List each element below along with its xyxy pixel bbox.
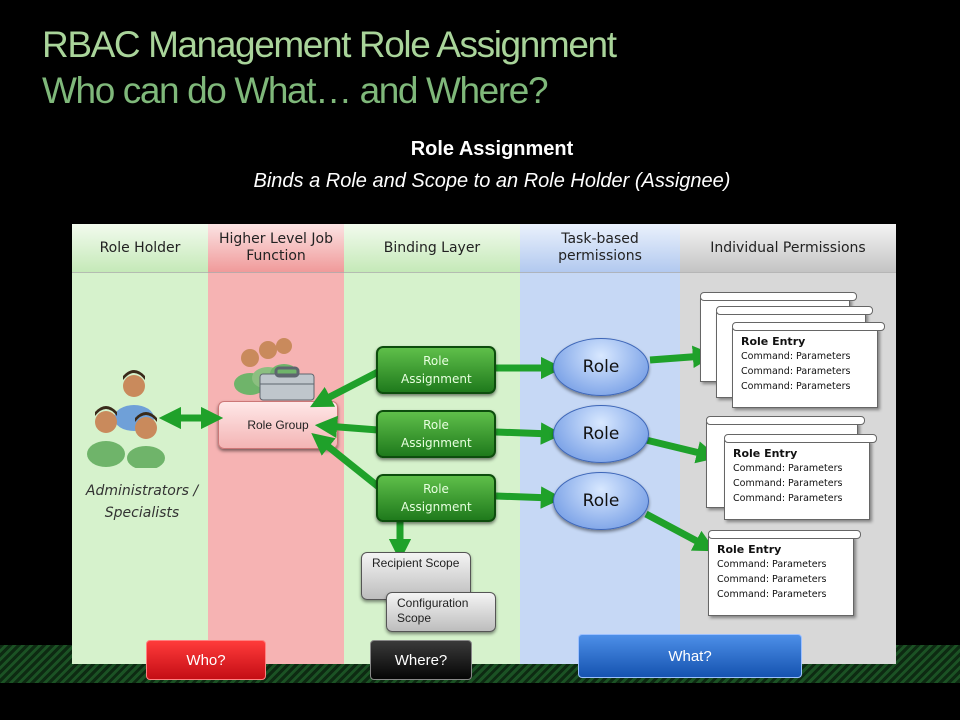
arrow-assignment-2-to-role xyxy=(495,422,564,445)
role-entry-line: Command: Parameters xyxy=(717,589,827,600)
role-entry-title: Role Entry xyxy=(733,447,798,460)
role-entry-scroll-front: Role Entry Command: Parameters Command: … xyxy=(708,530,861,616)
role-entry-line: Command: Parameters xyxy=(741,381,851,392)
role-entry-title: Role Entry xyxy=(717,543,782,556)
column-header: Higher Level Job Function xyxy=(208,224,344,273)
arrow-assignment-1-to-group xyxy=(310,368,380,408)
role-assignment-2[interactable]: Role Assignment xyxy=(376,410,496,458)
role-2[interactable]: Role xyxy=(553,405,649,463)
role-entry-scroll-front: Role Entry Command: Parameters Command: … xyxy=(732,322,885,408)
slide-title: RBAC Management Role Assignment Who can … xyxy=(42,22,617,114)
arrow-role-1-to-entries xyxy=(649,345,716,368)
title-line-1: RBAC Management Role Assignment xyxy=(42,24,617,65)
title-line-2: Who can do What… and Where? xyxy=(42,70,549,111)
role-entry-line: Command: Parameters xyxy=(733,478,843,489)
role-entry-line: Command: Parameters xyxy=(717,574,827,585)
what-button[interactable]: What? xyxy=(578,634,802,678)
where-button[interactable]: Where? xyxy=(370,640,472,680)
subtitle-description: Binds a Role and Scope to an Role Holder… xyxy=(253,170,731,192)
configuration-scope-box[interactable]: Configuration Scope xyxy=(386,592,496,632)
column-header: Individual Permissions xyxy=(680,224,896,273)
role-3[interactable]: Role xyxy=(553,472,649,530)
column-header: Binding Layer xyxy=(344,224,520,273)
subtitle-heading: Role Assignment xyxy=(410,138,574,160)
role-entry-line: Command: Parameters xyxy=(741,366,851,377)
arrow-assignment-3-to-role xyxy=(495,486,564,509)
role-entry-title: Role Entry xyxy=(741,335,806,348)
arrow-role-2-to-entries xyxy=(645,436,719,464)
role-group-label: Role Group xyxy=(247,418,309,432)
administrators-people-icon xyxy=(87,370,165,468)
role-entry-line: Command: Parameters xyxy=(733,463,843,474)
arrow-assignment-2-to-group xyxy=(314,415,379,439)
role-holder-caption: Administrators / Specialists xyxy=(85,483,199,521)
role-entry-scroll-front: Role Entry Command: Parameters Command: … xyxy=(724,434,877,520)
role-entry-line: Command: Parameters xyxy=(741,351,851,362)
role-group-people-toolbox-icon xyxy=(234,338,315,401)
role-1[interactable]: Role xyxy=(553,338,649,396)
role-entry-line: Command: Parameters xyxy=(717,559,827,570)
role-assignment-1[interactable]: Role Assignment xyxy=(376,346,496,394)
arrow-assignment-3-to-group xyxy=(311,433,383,491)
column-header: Task-based permissions xyxy=(520,224,680,273)
who-button[interactable]: Who? xyxy=(146,640,266,680)
role-entry-line: Command: Parameters xyxy=(733,493,843,504)
arrow-role-3-to-entries xyxy=(644,510,716,552)
column-header: Role Holder xyxy=(72,224,208,273)
role-assignment-3[interactable]: Role Assignment xyxy=(376,474,496,522)
